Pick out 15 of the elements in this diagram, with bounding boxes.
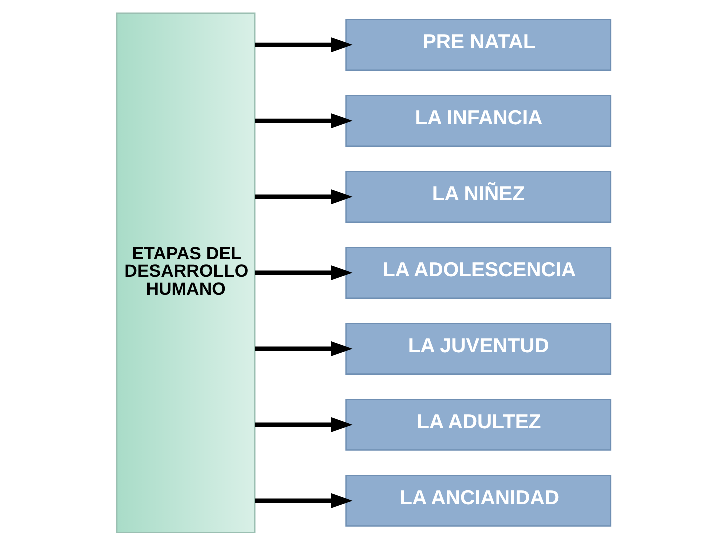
node-box: LA INFANCIA (346, 95, 612, 147)
node-box: LA ADOLESCENCIA (346, 247, 612, 299)
arrow (255, 265, 353, 281)
node-box: ETAPAS DEL DESARROLLO HUMANO (116, 12, 256, 534)
node-box: LA ANCIANIDAD (346, 474, 612, 527)
arrow (255, 493, 353, 508)
arrow (255, 341, 353, 357)
arrow (255, 189, 353, 205)
arrow (255, 417, 353, 433)
node-box: LA NIÑEZ (346, 171, 612, 223)
arrow (255, 38, 353, 53)
node-box: LA ADULTEZ (346, 399, 612, 451)
arrow (255, 113, 353, 129)
node-box: PRE NATAL (346, 19, 612, 72)
node-box: LA JUVENTUD (346, 323, 612, 375)
